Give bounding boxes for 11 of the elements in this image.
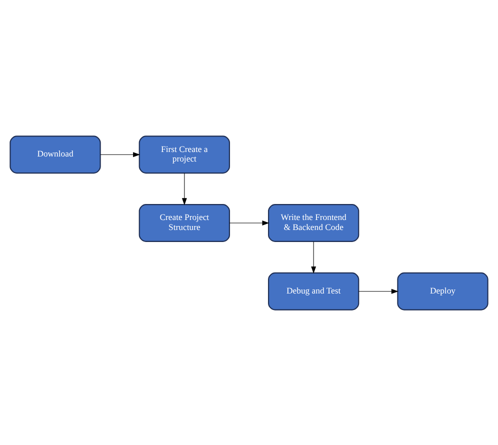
arrow bbox=[100, 152, 140, 157]
arrow bbox=[229, 220, 270, 225]
node-box: Write the Frontend & Backend Code bbox=[268, 204, 360, 242]
node-box: Deploy bbox=[397, 272, 488, 310]
node-box: Debug and Test bbox=[268, 272, 360, 310]
node-box: Create Project Structure bbox=[138, 204, 230, 242]
arrow bbox=[182, 172, 187, 205]
arrow bbox=[358, 288, 398, 294]
node-box: Download bbox=[10, 135, 101, 174]
node-box: First Create a project bbox=[138, 135, 230, 174]
arrow bbox=[311, 240, 316, 274]
